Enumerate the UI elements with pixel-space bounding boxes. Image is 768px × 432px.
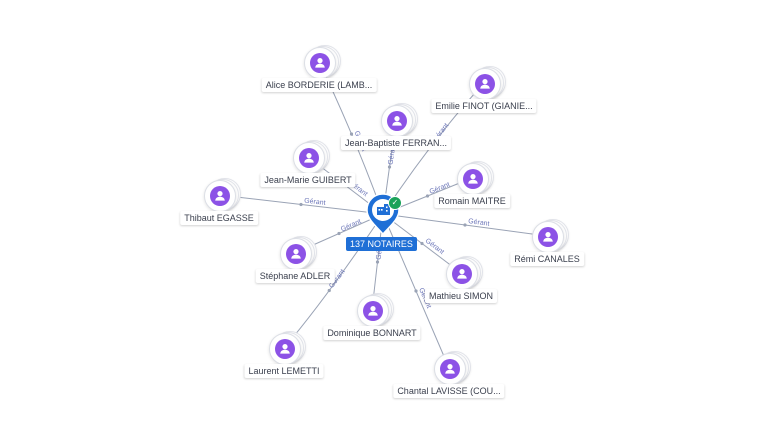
person-icon — [445, 364, 455, 374]
person-name-label[interactable]: Dominique BONNART — [323, 326, 421, 340]
person-name-label[interactable]: Jean-Marie GUIBERT — [260, 173, 356, 187]
person-avatar[interactable] — [280, 238, 312, 270]
person-icon — [280, 344, 290, 354]
person-name-label[interactable]: Emilie FINOT (GIANIE... — [431, 99, 537, 113]
person-avatar[interactable] — [293, 142, 325, 174]
edge-arrow-romain — [425, 194, 430, 198]
person-name-label[interactable]: Mathieu SIMON — [424, 289, 498, 303]
person-icon — [315, 58, 325, 68]
person-name-label[interactable]: Alice BORDERIE (LAMB... — [261, 78, 377, 92]
person-avatar[interactable] — [446, 258, 478, 290]
person-avatar[interactable] — [532, 221, 564, 253]
person-name-label[interactable]: Laurent LEMETTI — [244, 364, 324, 378]
edge-arrow-dominique — [375, 260, 380, 264]
edge-arrow-jeanbaptiste — [387, 165, 392, 169]
person-avatar[interactable] — [469, 68, 501, 100]
edge-arrow-stephane — [337, 231, 341, 236]
edge-arrow-thibaut — [299, 202, 303, 207]
person-name-label[interactable]: Rémi CANALES — [510, 252, 584, 266]
edge-label-remi: Gérant — [468, 218, 490, 228]
person-avatar[interactable] — [269, 333, 301, 365]
person-avatar[interactable] — [381, 105, 413, 137]
person-name-label[interactable]: Chantal LAVISSE (COU... — [393, 384, 505, 398]
person-name-label[interactable]: Stéphane ADLER — [255, 269, 335, 283]
person-name-label[interactable]: Jean-Baptiste FERRAN... — [340, 136, 452, 150]
person-avatar[interactable] — [357, 295, 389, 327]
person-icon — [480, 79, 490, 89]
verified-check-icon: ✓ — [388, 196, 402, 210]
edge-arrow-chantal — [414, 289, 418, 293]
person-avatar[interactable] — [204, 180, 236, 212]
person-avatar[interactable] — [457, 163, 489, 195]
edge-arrow-laurent — [327, 288, 331, 293]
edge-label-stephane: Gérant — [340, 218, 362, 233]
person-avatar[interactable] — [304, 47, 336, 79]
company-name-label[interactable]: 137 NOTAIRES — [346, 237, 417, 251]
person-name-label[interactable]: Thibaut EGASSE — [180, 211, 258, 225]
person-icon — [215, 191, 225, 201]
person-avatar[interactable] — [434, 353, 466, 385]
building-icon — [377, 204, 390, 215]
edge-arrow-mathieu — [420, 241, 424, 246]
edge-arrow-remi — [463, 223, 467, 227]
person-icon — [392, 116, 402, 126]
person-name-label[interactable]: Romain MAITRE — [434, 194, 510, 208]
edge-arrow-alice — [349, 132, 354, 136]
person-icon — [291, 249, 301, 259]
edge-label-thibaut: Gérant — [304, 198, 326, 207]
person-icon — [468, 174, 478, 184]
person-icon — [368, 306, 378, 316]
person-icon — [543, 232, 553, 242]
edge-label-jeanbaptiste: Gérant — [388, 143, 398, 165]
person-icon — [304, 153, 314, 163]
person-icon — [457, 269, 467, 279]
